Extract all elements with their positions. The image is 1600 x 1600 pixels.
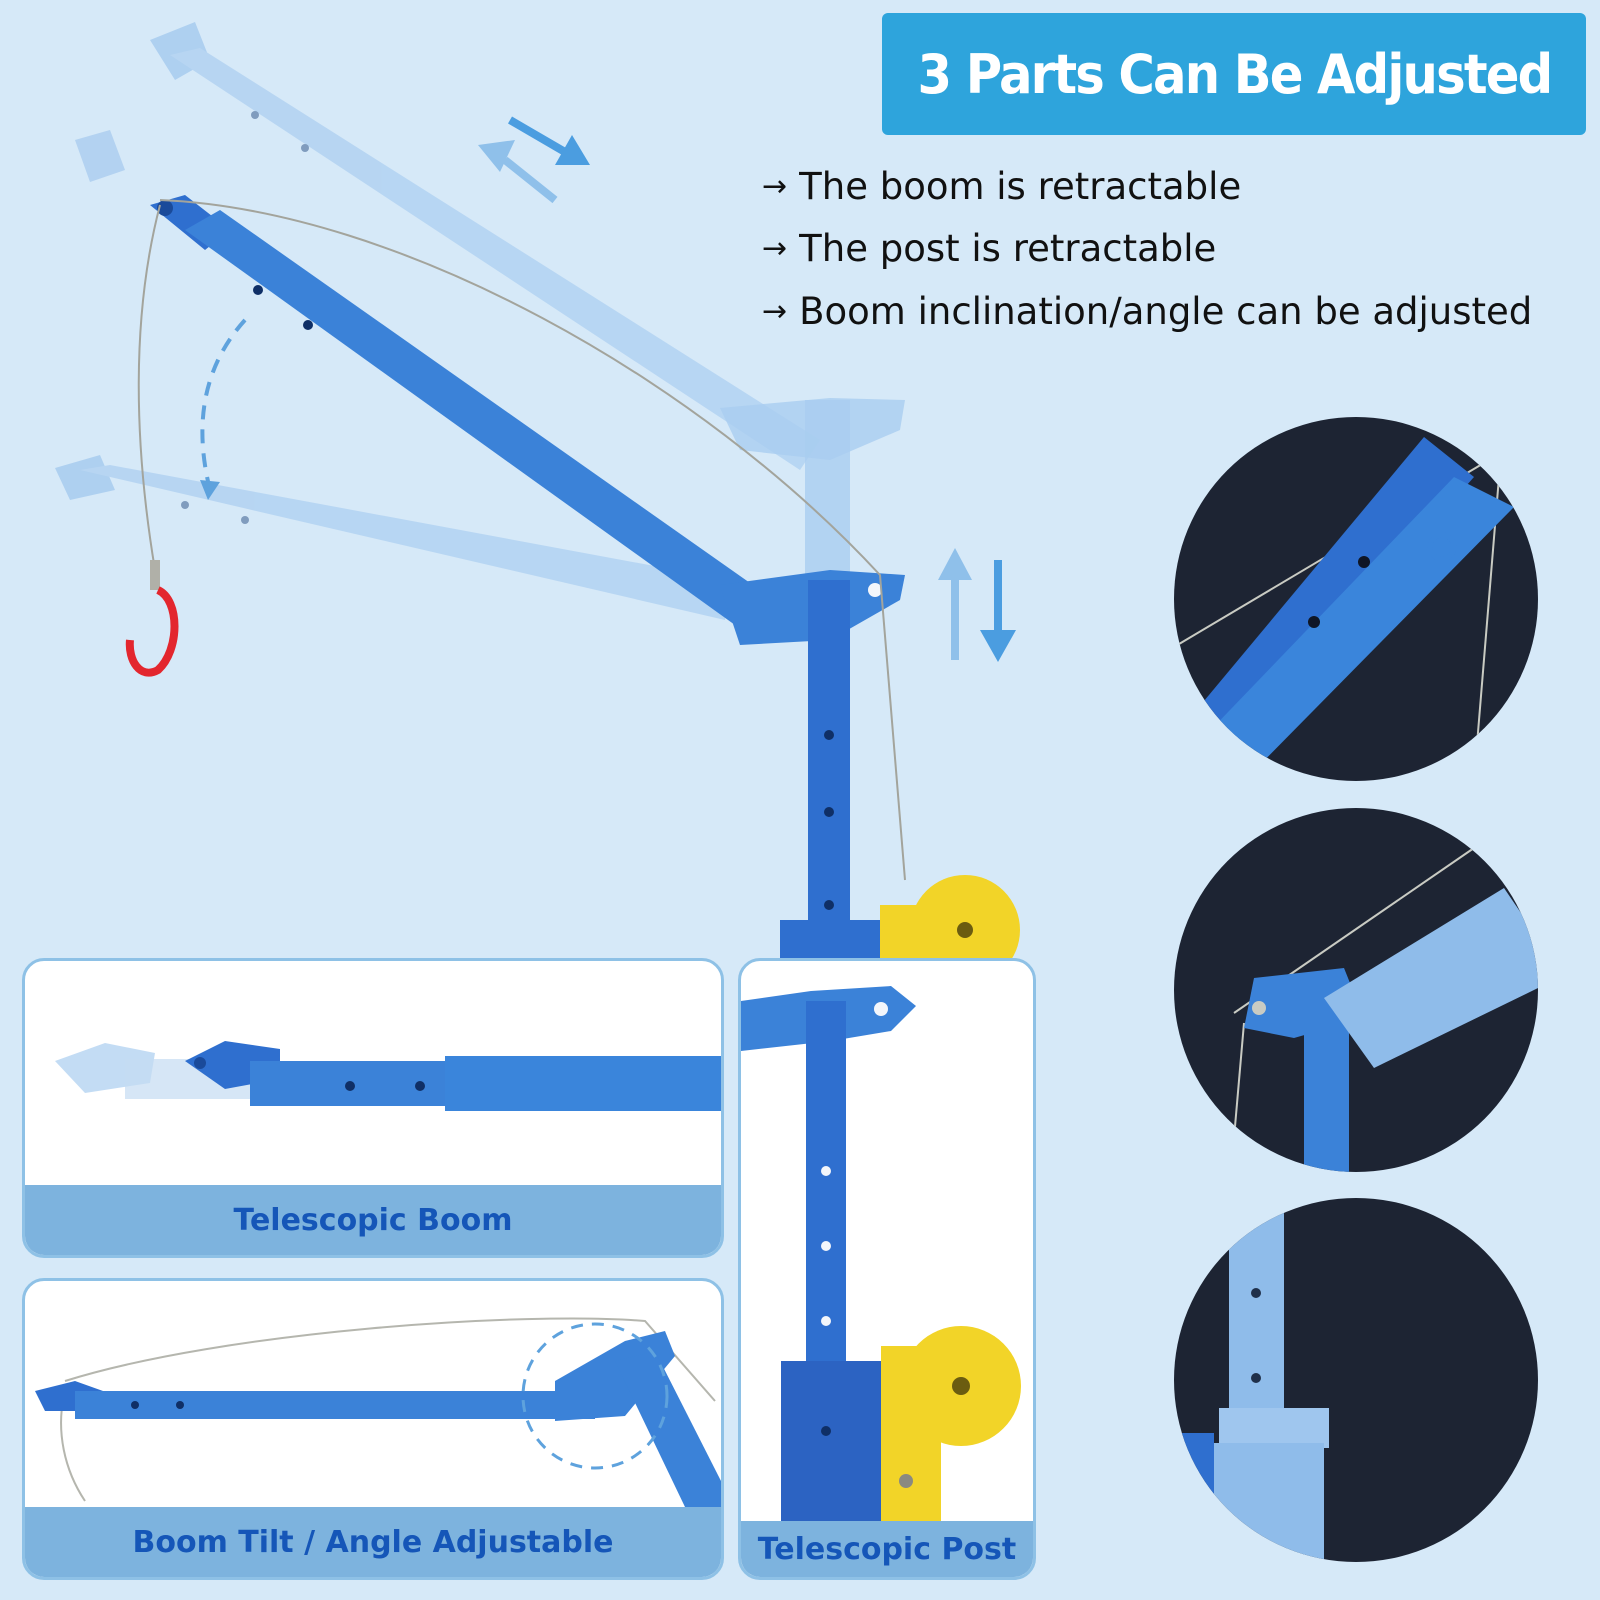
boom-detail-circle [1174,417,1538,781]
telescopic-boom-panel: Telescopic Boom [22,958,724,1258]
boom-direction-arrows [478,116,590,204]
page-title: 3 Parts Can Be Adjusted [917,42,1553,106]
panel-label: Boom Tilt / Angle Adjustable [132,1524,614,1560]
post-base-detail-circle [1174,1198,1538,1562]
feature-text: Boom inclination/angle can be adjusted [799,290,1533,333]
panel-label: Telescopic Post [757,1531,1017,1567]
feature-item: → The post is retractable [762,227,1216,270]
post-joint-detail-circle [1174,808,1538,1172]
telescopic-post-image [741,986,1021,1521]
telescopic-boom-image [55,1041,721,1111]
cable [159,199,906,881]
feature-text: The boom is retractable [799,165,1242,208]
post-direction-arrows [938,548,1016,662]
hook-icon [125,560,179,677]
faded-upper-boom [150,22,820,470]
angle-arc [200,318,247,491]
arrow-right-icon: → [762,169,788,204]
arrow-right-icon: → [762,231,788,266]
feature-item: → Boom inclination/angle can be adjusted [762,290,1532,333]
boom-tilt-panel: Boom Tilt / Angle Adjustable [22,1278,724,1580]
faded-mid-boom [75,130,125,182]
faded-lower-boom [55,455,730,620]
telescopic-post-panel: Telescopic Post [738,958,1036,1580]
boom-tilt-image [35,1317,721,1507]
main-post [808,580,850,940]
feature-text: The post is retractable [799,227,1217,270]
winch [880,875,1020,960]
panel-label: Telescopic Boom [233,1202,513,1238]
title-banner: 3 Parts Can Be Adjusted [882,13,1586,135]
feature-item: → The boom is retractable [762,165,1241,208]
main-boom [150,195,760,625]
main-crane-illustration [55,22,1020,960]
arrow-right-icon: → [762,294,788,329]
